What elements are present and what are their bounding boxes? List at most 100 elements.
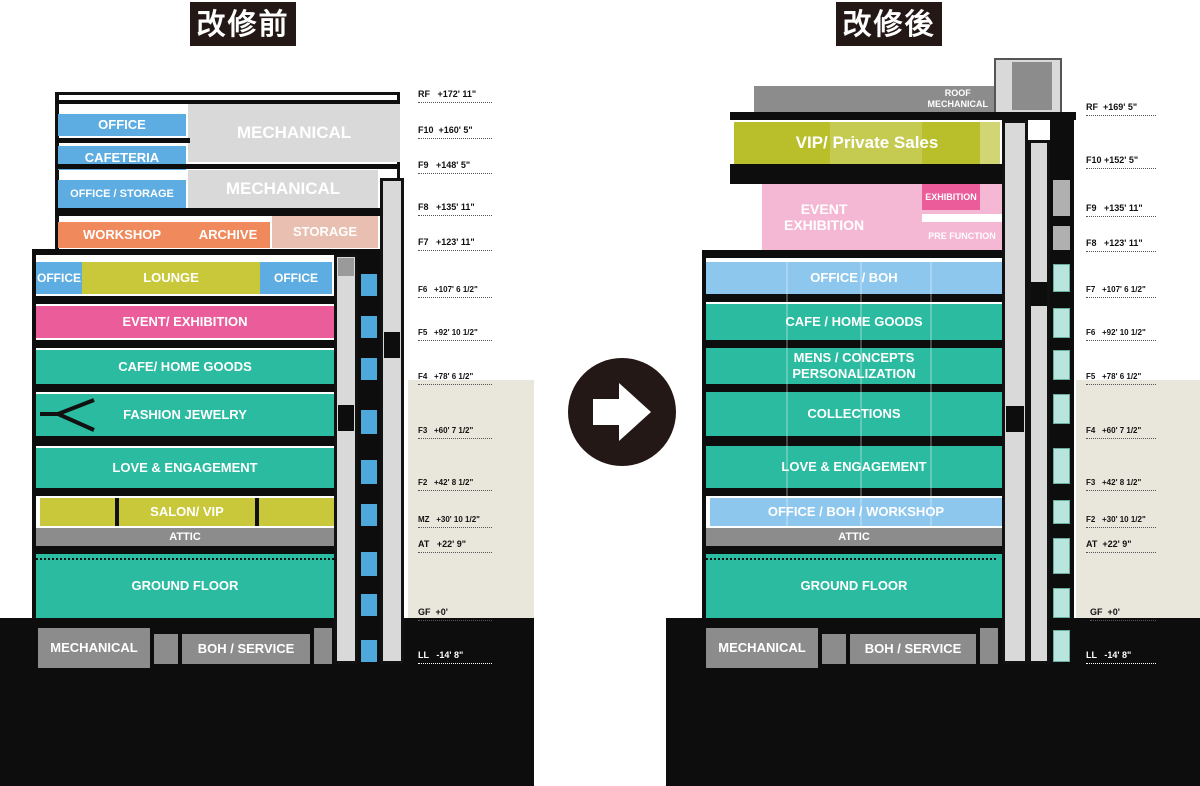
before-level-label: F8 +135' 11" [418,202,492,216]
after-window [1053,448,1070,484]
after-collections: COLLECTIONS [706,392,1002,436]
before-window [361,640,377,662]
before-core-block [338,258,354,276]
before-window [361,410,377,434]
after-office-boh: OFFICE / BOH [706,262,1002,294]
after-level-label: F4 +60' 7 1/2" [1086,425,1156,439]
before-slab [32,546,334,554]
before-facade-edge [32,252,36,618]
before-window [361,504,377,526]
before-lounge: LOUNGE [82,262,260,294]
before-fashion-jewelry: FASHION JEWELRY [36,394,334,436]
after-level-label: F5 +78' 6 1/2" [1086,371,1156,385]
after-slab [730,164,1002,184]
before-neighbor-building-tall [408,440,534,640]
after-slab [702,294,1002,302]
after-slab [702,436,1002,446]
after-level-label: LL -14' 8" [1086,650,1156,664]
after-facade-edge [702,252,706,618]
before-level-label: F7 +123' 11" [418,237,492,251]
right-arrow-circle-icon [568,358,676,466]
before-office-1: OFFICE [58,114,186,136]
after-cafe-home-goods: CAFE / HOME GOODS [706,304,1002,340]
before-level-label: F3 +60' 7 1/2" [418,425,492,439]
after-window [1053,500,1070,524]
before-title: 改修前 [190,2,296,46]
after-roof-tower-inner [1012,62,1052,110]
after-level-label: F10 +152' 5" [1086,155,1156,169]
before-slab [55,164,400,169]
before-level-label: F6 +107' 6 1/2" [418,284,492,298]
before-slab [32,488,334,496]
before-event-exhibition: EVENT/ EXHIBITION [36,306,334,338]
before-salon-divider [115,498,119,526]
before-slab [55,208,400,216]
before-window [361,552,377,576]
after-stair-core [1028,140,1050,664]
before-office-left: OFFICE [36,262,82,294]
after-vip-shade [830,122,922,164]
before-window [361,316,377,338]
after-vip-private-sales: VIP/ Private Sales [734,122,1000,164]
before-office-storage: OFFICE / STORAGE [58,180,186,208]
after-love-engagement: LOVE & ENGAGEMENT [706,446,1002,488]
after-level-label: RF +169' 5" [1086,102,1156,116]
after-slab [702,340,1002,348]
after-window-gray [1053,226,1070,250]
before-level-label: F9 +148' 5" [418,160,492,174]
after-column-line [860,262,862,526]
before-ground-floor: GROUND FLOOR [36,554,334,618]
after-title: 改修後 [836,2,942,46]
before-core-black [384,332,400,358]
after-attic: ATTIC [706,528,1002,546]
before-ground-floor-border [36,558,334,560]
after-core-black [1031,282,1047,306]
after-roof-mechanical: ROOF MECHANICAL [754,86,994,112]
before-window [361,358,377,380]
before-window [361,594,377,616]
after-vip-shade [980,122,1000,164]
before-slab [32,436,334,446]
after-slab [730,112,1076,120]
before-love-engagement: LOVE & ENGAGEMENT [36,448,334,488]
before-mechanical-basement: MECHANICAL [38,628,150,668]
before-basement-block [154,634,178,664]
after-window [1053,538,1070,574]
before-archive: ARCHIVE [186,222,270,248]
after-core-black [1006,406,1024,432]
before-slab [55,138,190,143]
after-neighbor-building [1076,380,1200,640]
after-level-label: F7 +107' 6 1/2" [1086,284,1156,298]
before-slab [32,249,402,255]
before-slab [32,296,334,304]
before-workshop: WORKSHOP [58,222,186,248]
after-level-label: F8 +123' 11" [1086,238,1156,252]
before-basement-block [314,628,332,664]
after-boh-service: BOH / SERVICE [850,634,976,664]
after-level-label: F3 +42' 8 1/2" [1086,477,1156,491]
after-window [1053,350,1070,380]
after-level-label: F9 +135' 11" [1086,203,1156,217]
before-attic: ATTIC [36,528,334,546]
before-window [361,460,377,484]
after-level-label: GF +0' [1090,607,1156,621]
after-slab [702,250,1002,258]
after-ground-floor: GROUND FLOOR [706,554,1002,618]
after-basement-block [980,628,998,664]
after-slab [702,384,1002,392]
before-level-label: MZ +30' 10 1/2" [418,514,492,528]
before-level-label: AT +22' 9" [418,539,492,553]
before-slab [55,100,400,104]
after-ground-floor-border [706,558,996,560]
after-window [1053,264,1070,292]
after-office-boh-workshop: OFFICE / BOH / WORKSHOP [710,498,1002,526]
before-cafe-home-goods: CAFE/ HOME GOODS [36,350,334,384]
after-slab [702,546,1002,554]
after-window [1053,588,1070,618]
before-salon-divider [255,498,259,526]
before-slab [32,340,334,348]
after-window [1053,630,1070,662]
before-salon-vip: SALON/ VIP [40,498,334,526]
after-column-line [930,262,932,526]
before-boh-service: BOH / SERVICE [182,634,310,664]
